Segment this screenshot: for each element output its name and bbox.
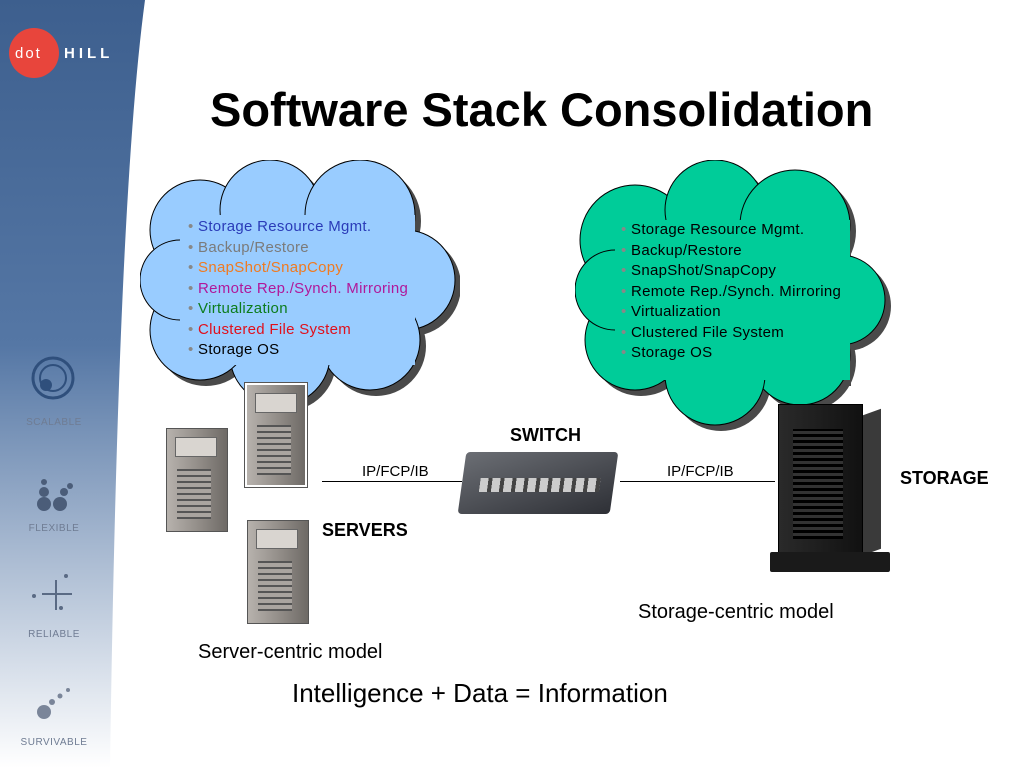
logo-dot-text: dot: [15, 45, 42, 62]
list-item: Virtualization: [621, 302, 841, 323]
list-item: SnapShot/SnapCopy: [188, 258, 408, 279]
list-item: Clustered File System: [621, 323, 841, 344]
switch-label: SWITCH: [510, 425, 581, 445]
list-item: Clustered File System: [188, 320, 408, 341]
sidebar-label-survivable: SURVIVABLE: [20, 737, 88, 748]
rings-icon: [31, 356, 75, 400]
sidebar-label-reliable: RELIABLE: [28, 629, 80, 640]
sidebar-label-flexible: FLEXIBLE: [28, 523, 80, 534]
protocol-label-right: IP/FCP/IB: [667, 463, 734, 480]
storage-centric-model-label: Storage-centric model: [638, 601, 834, 623]
server-image: [244, 382, 308, 488]
comet-icon: [37, 688, 70, 719]
list-item: Remote Rep./Synch. Mirroring: [621, 282, 841, 303]
switch-image: [457, 452, 619, 514]
logo-hill-text: HILL: [64, 45, 114, 62]
server-centric-model-label: Server-centric model: [198, 641, 383, 663]
footer-tagline: Intelligence + Data = Information: [292, 678, 668, 708]
list-item: Virtualization: [188, 299, 408, 320]
sidebar-label-scalable: SCALABLE: [26, 417, 82, 428]
left-feature-list: Storage Resource Mgmt. Backup/Restore Sn…: [188, 217, 408, 361]
sidebar: dot HILL SCALABLE FLEXIBLE RELIABLE SURV…: [0, 0, 150, 768]
connection-line-right: [620, 481, 775, 482]
list-item: Storage OS: [188, 340, 408, 361]
logo: [9, 28, 59, 78]
server-image: [166, 428, 228, 532]
list-item: Storage OS: [621, 343, 841, 364]
list-item: Remote Rep./Synch. Mirroring: [188, 279, 408, 300]
storage-label: STORAGE: [900, 468, 989, 488]
star-icon: [32, 574, 72, 610]
list-item: Backup/Restore: [621, 241, 841, 262]
list-item: Backup/Restore: [188, 238, 408, 259]
page-title: Software Stack Consolidation: [210, 83, 874, 136]
storage-image: [770, 404, 890, 572]
servers-label: SERVERS: [322, 520, 408, 540]
list-item: Storage Resource Mgmt.: [188, 217, 408, 238]
spheres-icon: [37, 479, 73, 511]
protocol-label-left: IP/FCP/IB: [362, 463, 429, 480]
right-feature-list: Storage Resource Mgmt. Backup/Restore Sn…: [621, 220, 841, 364]
list-item: SnapShot/SnapCopy: [621, 261, 841, 282]
list-item: Storage Resource Mgmt.: [621, 220, 841, 241]
server-image: [247, 520, 309, 624]
connection-line-left: [322, 481, 462, 482]
